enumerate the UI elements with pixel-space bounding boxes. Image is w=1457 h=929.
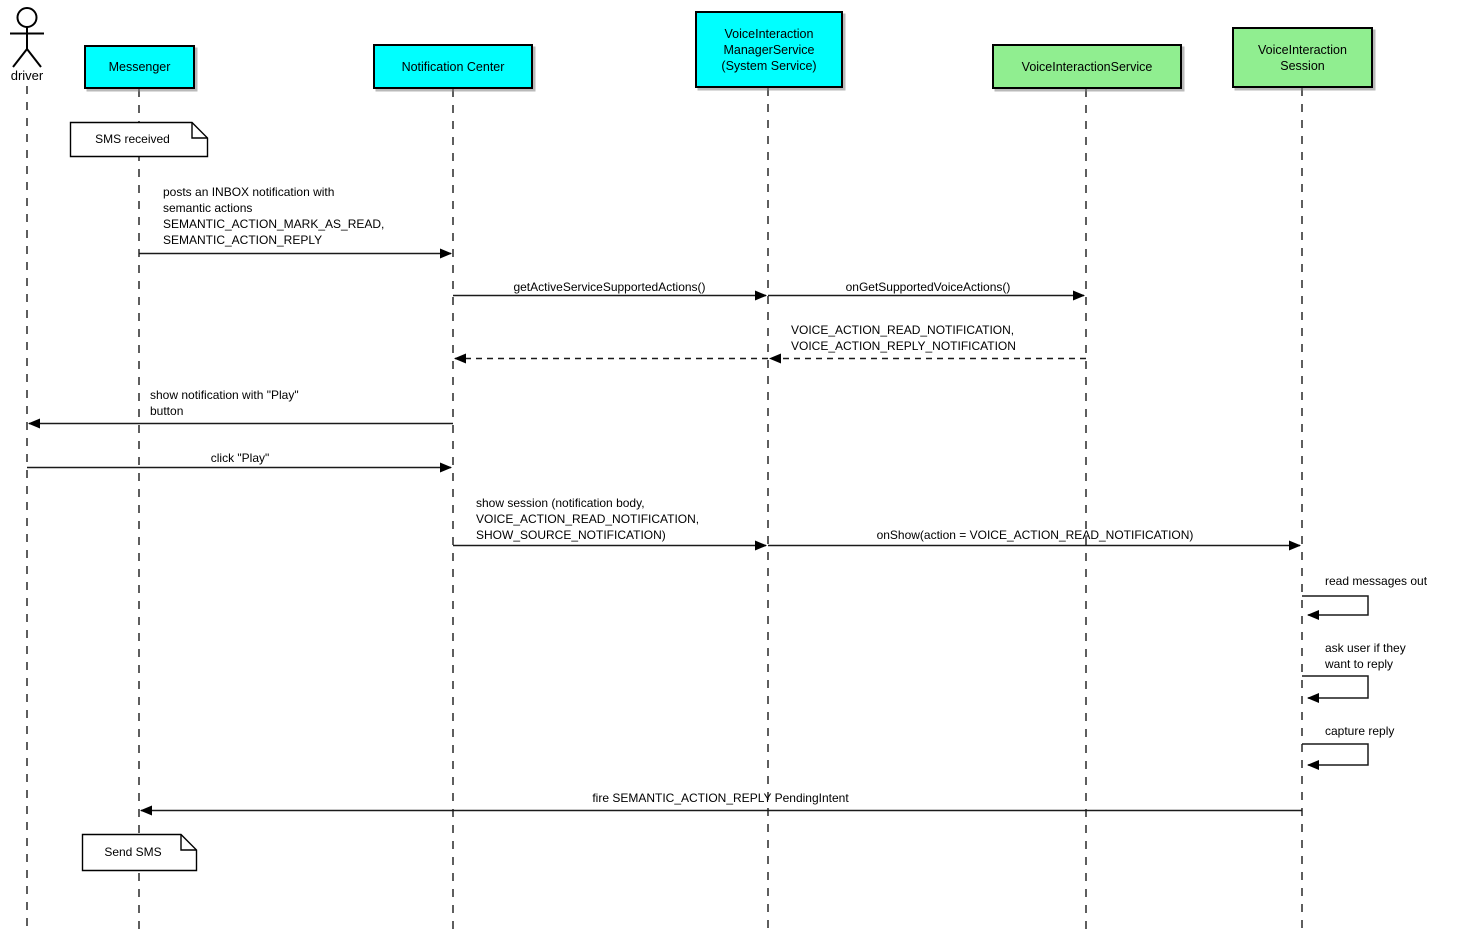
arrow-self-capture-reply	[1302, 743, 1369, 770]
message-return-voice-actions-label: VOICE_ACTION_READ_NOTIFICATION, VOICE_AC…	[791, 323, 1016, 353]
participant-notification-center: Notification Center	[373, 44, 533, 89]
note-sms-received-shape	[69, 121, 209, 158]
message-show-notification-play-label: show notification with "Play" button	[150, 388, 299, 418]
actor-driver-icon	[10, 7, 44, 68]
note-send-sms-fold	[180, 834, 197, 851]
participant-voiceinteractionservice: VoiceInteractionService	[992, 44, 1182, 89]
actor-driver-label: driver	[10, 68, 44, 83]
message-posts-inbox-notification-label: posts an INBOX notification with semanti…	[163, 185, 385, 247]
arrow-self-ask-user-reply	[1302, 675, 1369, 703]
note-send-sms-shape	[81, 833, 198, 872]
note-shapes	[69, 121, 209, 872]
message-arrows	[27, 248, 1369, 816]
lifelines	[26, 86, 1303, 929]
message-on-get-supported-voice-actions-label: onGetSupportedVoiceActions()	[845, 280, 1011, 294]
message-click-play-label: click "Play"	[210, 451, 270, 465]
arrow-self-read-messages-out	[1302, 595, 1369, 620]
note-sms-received-label: SMS received	[95, 132, 170, 146]
message-get-active-service-supported-actions-label: getActiveServiceSupportedActions()	[513, 280, 706, 294]
participant-messenger: Messenger	[84, 45, 195, 89]
message-on-show-label: onShow(action = VOICE_ACTION_READ_NOTIFI…	[876, 528, 1194, 542]
message-ask-user-reply-label: ask user if they want to reply	[1325, 641, 1406, 671]
participant-voiceinteractionsession: VoiceInteraction Session	[1232, 27, 1373, 88]
message-show-session-label: show session (notification body, VOICE_A…	[476, 496, 700, 542]
message-read-messages-out-label: read messages out	[1325, 574, 1428, 588]
note-sms-received-fold	[191, 122, 208, 139]
message-capture-reply-label: capture reply	[1325, 724, 1395, 738]
note-send-sms-label: Send SMS	[104, 845, 162, 859]
participant-voiceinteraction-managerservice: VoiceInteraction ManagerService (System …	[695, 11, 843, 88]
message-fire-semantic-action-reply-label: fire SEMANTIC_ACTION_REPLY PendingIntent	[592, 791, 849, 805]
